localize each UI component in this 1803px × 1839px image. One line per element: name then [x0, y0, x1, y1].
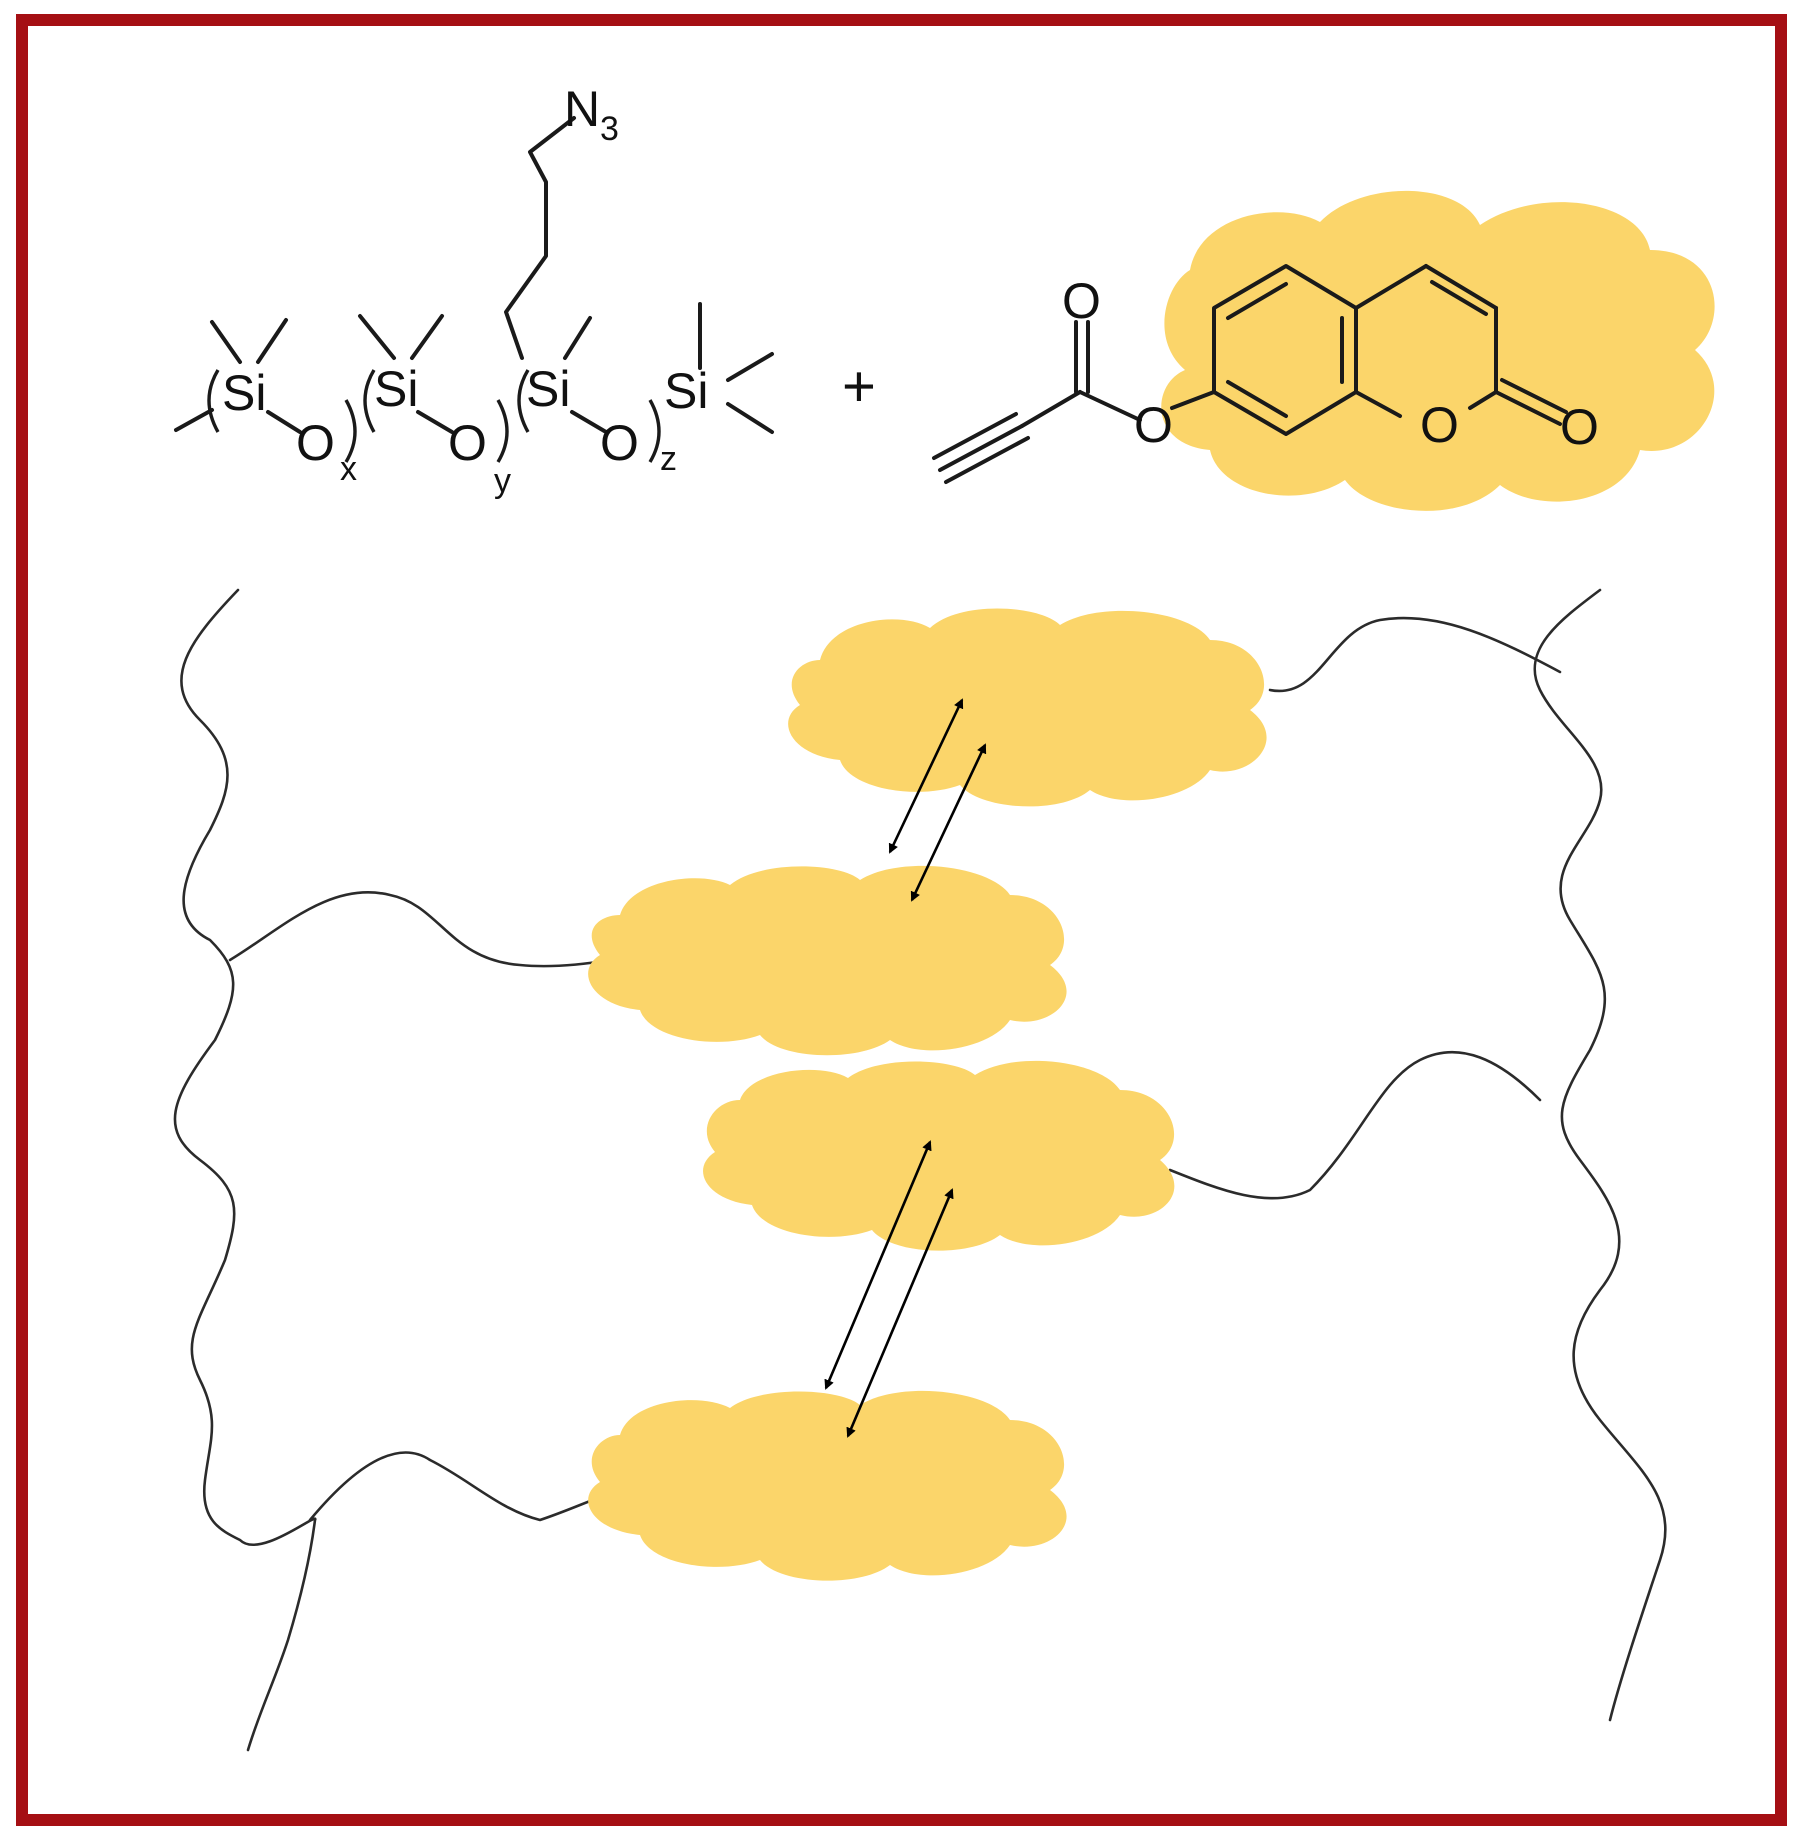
polysiloxane-structure: Si O x Si O y Si O z Si N 3	[174, 81, 774, 500]
chain-branch-blob4	[308, 1451, 622, 1522]
azide-subscript: 3	[600, 110, 619, 148]
o-atom-1: O	[296, 415, 335, 471]
coumarin-cloud-4	[588, 1390, 1067, 1581]
si-atom-4: Si	[664, 363, 708, 419]
si-atom-1: Si	[222, 365, 266, 421]
stacking-arrow-1b	[910, 743, 987, 902]
polymer-chain-right	[1533, 588, 1667, 1722]
polymer-chain-left	[173, 588, 317, 1752]
crosslinked-network	[173, 588, 1667, 1752]
lactone-oxygen: O	[1560, 399, 1599, 455]
chain-branch-blob2	[228, 891, 612, 968]
chain-branch-blob1	[1268, 616, 1562, 693]
figure-frame	[16, 14, 1787, 1826]
subscript-y: y	[494, 462, 511, 500]
plus-sign: +	[842, 354, 876, 419]
carbonyl-oxygen: O	[1062, 273, 1101, 329]
stacking-arrow-2b	[846, 1188, 954, 1438]
coumarin-cloud-1	[788, 608, 1267, 807]
si-atom-3: Si	[526, 361, 570, 417]
o-atom-2: O	[448, 415, 487, 471]
coumarin-highlight-cloud	[1161, 190, 1715, 511]
coumarin-cloud-3	[703, 1060, 1175, 1251]
coumarin-cloud-2	[588, 865, 1067, 1056]
ester-oxygen: O	[1134, 397, 1173, 453]
chain-branch-blob3	[1168, 1050, 1542, 1200]
si-atom-2: Si	[374, 361, 418, 417]
ring-oxygen: O	[1420, 397, 1459, 453]
o-atom-3: O	[600, 415, 639, 471]
subscript-z: z	[660, 440, 677, 478]
subscript-x: x	[340, 450, 357, 488]
coumarin-propiolate: O O O O	[932, 190, 1715, 511]
azide-n: N	[564, 81, 600, 137]
